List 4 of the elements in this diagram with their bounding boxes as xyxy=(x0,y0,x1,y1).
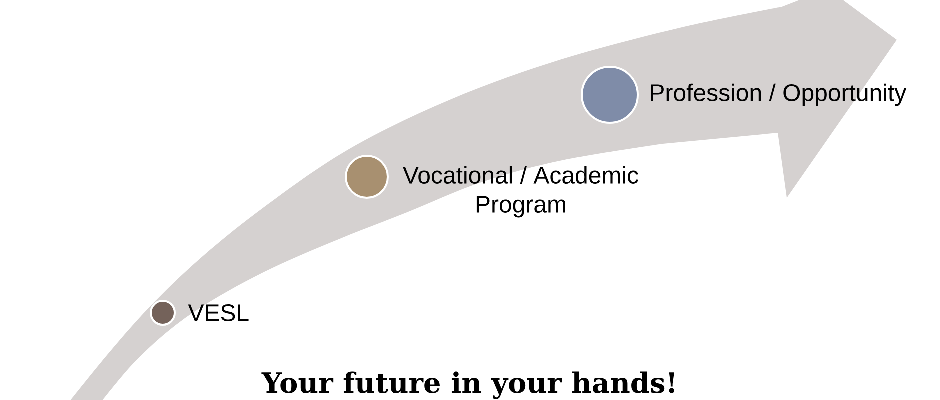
milestone-label: Profession / Opportunity xyxy=(651,84,907,106)
heading: Your future in your hands! xyxy=(262,372,674,400)
milestone-label: VESL xyxy=(188,304,249,322)
milestone-label: Vocational / Academic Program xyxy=(403,166,638,218)
